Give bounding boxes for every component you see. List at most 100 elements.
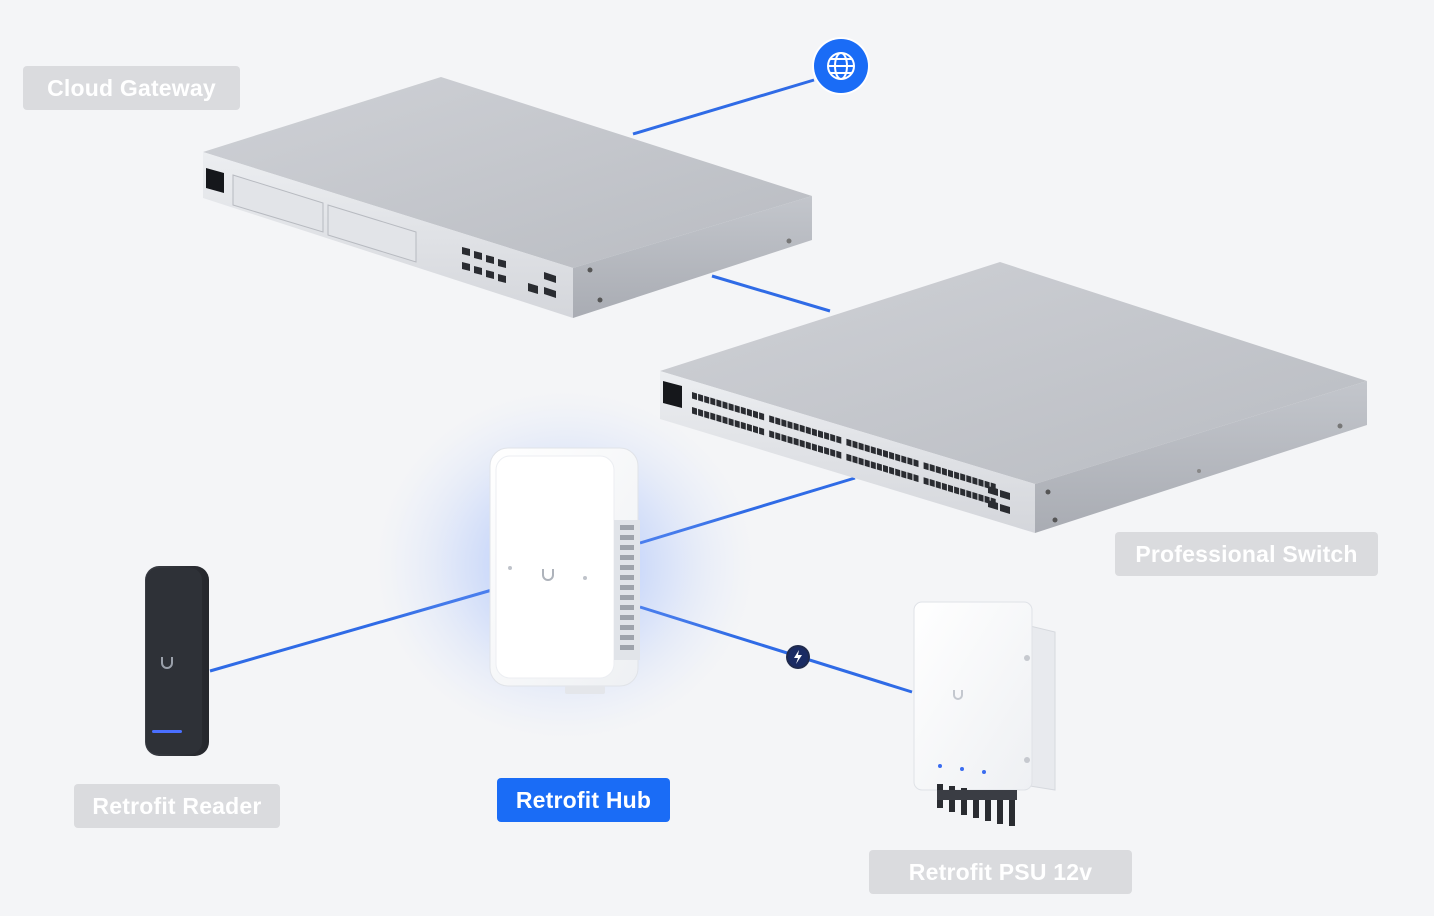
switch-port — [824, 432, 830, 441]
switch-port — [830, 448, 836, 457]
switch-port — [852, 455, 858, 464]
switch-port — [870, 446, 876, 455]
retrofit-reader-device — [145, 566, 209, 756]
ethernet-ports — [462, 247, 556, 298]
switch-port — [769, 430, 775, 439]
switch-port — [913, 474, 919, 483]
switch-port — [698, 393, 704, 402]
switch-port — [978, 478, 984, 487]
switch-port — [811, 443, 817, 452]
switch-port — [960, 473, 966, 482]
retrofit-hub-device — [375, 390, 755, 740]
switch-port — [876, 463, 882, 472]
switch-port — [889, 451, 895, 460]
ubiquiti-u-icon — [161, 657, 173, 669]
switch-port — [692, 407, 697, 415]
switch-port — [799, 439, 805, 448]
cloud-gateway-label: Cloud Gateway — [23, 66, 240, 110]
ubiquiti-u-icon — [542, 569, 554, 581]
switch-port — [740, 421, 746, 430]
professional-switch-label: Professional Switch — [1115, 532, 1378, 576]
switch-port — [846, 453, 852, 462]
switch-port — [722, 416, 728, 425]
switch-port — [858, 457, 864, 466]
switch-port — [836, 450, 842, 459]
power-node — [786, 645, 810, 669]
switch-port — [876, 448, 882, 457]
switch-port — [923, 477, 929, 486]
retrofit-psu-device — [913, 601, 1056, 826]
switch-port — [704, 395, 710, 404]
switch-port — [824, 447, 830, 456]
retrofit-reader-label: Retrofit Reader — [74, 784, 280, 828]
switch-port — [929, 464, 935, 473]
heatsink-fins — [937, 784, 1017, 826]
switch-port — [793, 422, 799, 431]
switch-port — [775, 417, 781, 426]
switch-port — [781, 419, 787, 428]
switch-port — [907, 457, 913, 466]
switch-port — [692, 392, 697, 400]
switch-port — [818, 430, 823, 439]
globe-icon — [827, 52, 855, 80]
switch-port — [722, 401, 728, 410]
switch-port — [948, 484, 953, 493]
switch-port — [948, 469, 953, 478]
switch-port — [793, 437, 799, 446]
link-internet-gateway — [632, 78, 815, 136]
switch-port — [864, 459, 870, 468]
switch-port — [759, 412, 765, 421]
professional-switch-device — [660, 262, 1367, 533]
switch-port — [787, 435, 793, 444]
switch-port — [710, 397, 716, 406]
retrofit-hub-label[interactable]: Retrofit Hub — [497, 778, 670, 822]
switch-ports — [692, 392, 996, 506]
switch-port — [787, 420, 793, 429]
internet-node — [812, 37, 870, 95]
switch-port — [753, 410, 758, 419]
switch-port — [734, 419, 740, 428]
sfp-ports — [988, 486, 1010, 514]
retrofit-psu-label: Retrofit PSU 12v — [869, 850, 1132, 894]
switch-port — [907, 472, 913, 481]
switch-port — [716, 399, 722, 408]
switch-port — [710, 412, 716, 421]
switch-port — [805, 441, 811, 450]
switch-port — [895, 468, 901, 477]
switch-port — [954, 486, 960, 495]
switch-port — [781, 434, 787, 443]
bolt-icon — [794, 650, 802, 664]
switch-port — [895, 453, 901, 462]
link-gateway-switch — [711, 274, 831, 313]
switch-port — [852, 440, 858, 449]
cloud-gateway-device — [203, 77, 812, 318]
switch-port — [811, 428, 817, 437]
switch-port — [935, 465, 941, 474]
switch-port — [978, 493, 984, 502]
switch-port — [966, 475, 972, 484]
switch-port — [846, 438, 852, 447]
switch-port — [728, 403, 734, 412]
switch-port — [753, 425, 758, 434]
switch-port — [759, 427, 765, 436]
ubiquiti-u-icon — [953, 690, 963, 700]
switch-port — [972, 492, 978, 500]
switch-port — [746, 423, 752, 432]
switch-port — [805, 426, 811, 435]
switch-port — [870, 461, 876, 470]
switch-port — [775, 432, 781, 441]
switch-port — [836, 435, 842, 444]
switch-port — [740, 406, 746, 415]
switch-port — [923, 462, 929, 471]
terminal-block — [620, 525, 634, 650]
switch-port — [941, 467, 947, 476]
switch-port — [704, 410, 710, 419]
switch-port — [746, 408, 752, 417]
switch-port — [935, 480, 941, 489]
switch-port — [966, 490, 972, 499]
switch-port — [960, 488, 966, 497]
switch-port — [929, 479, 935, 488]
switch-port — [799, 424, 805, 433]
switch-port — [818, 445, 823, 454]
